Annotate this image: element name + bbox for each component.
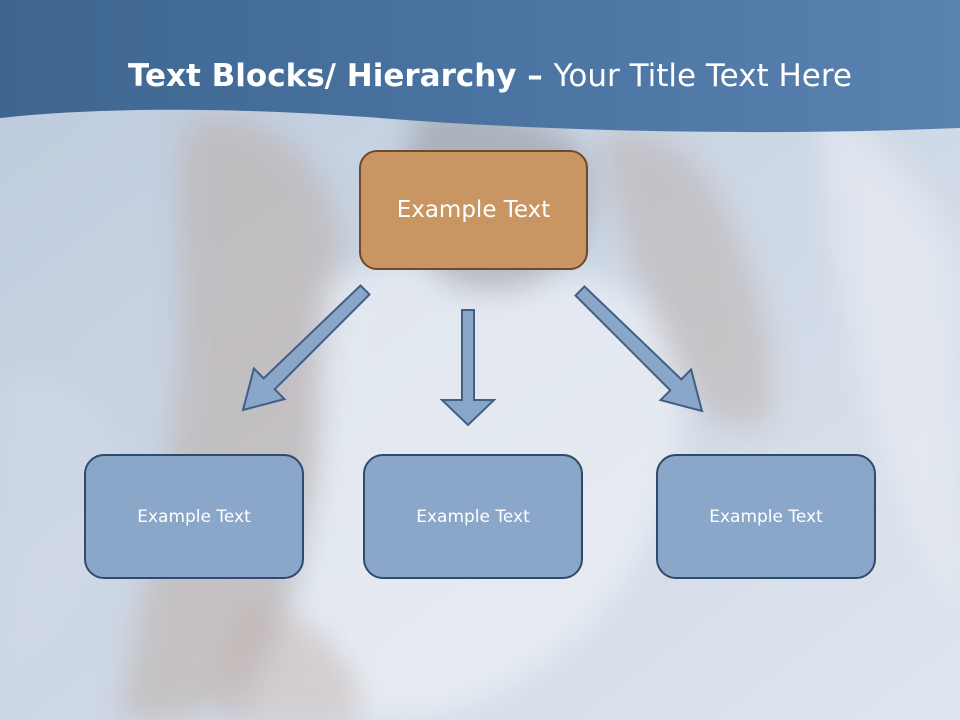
child-text-block-left: Example Text <box>84 454 304 579</box>
arrow-left <box>241 284 371 412</box>
arrow-middle <box>439 309 497 427</box>
child-text-block-label: Example Text <box>137 506 251 527</box>
child-text-block-middle: Example Text <box>363 454 583 579</box>
title-dash: – <box>516 58 554 94</box>
slide-title: Text Blocks/ Hierarchy – Your Title Text… <box>0 54 960 98</box>
root-text-block: Example Text <box>359 150 588 270</box>
arrow-right <box>574 285 704 413</box>
child-text-block-right: Example Text <box>656 454 876 579</box>
root-text-block-label: Example Text <box>396 197 551 223</box>
title-bold-part: Text Blocks/ Hierarchy <box>128 58 517 94</box>
child-text-block-label: Example Text <box>416 506 530 527</box>
title-regular-part: Your Title Text Here <box>553 58 852 94</box>
child-text-block-label: Example Text <box>709 506 823 527</box>
